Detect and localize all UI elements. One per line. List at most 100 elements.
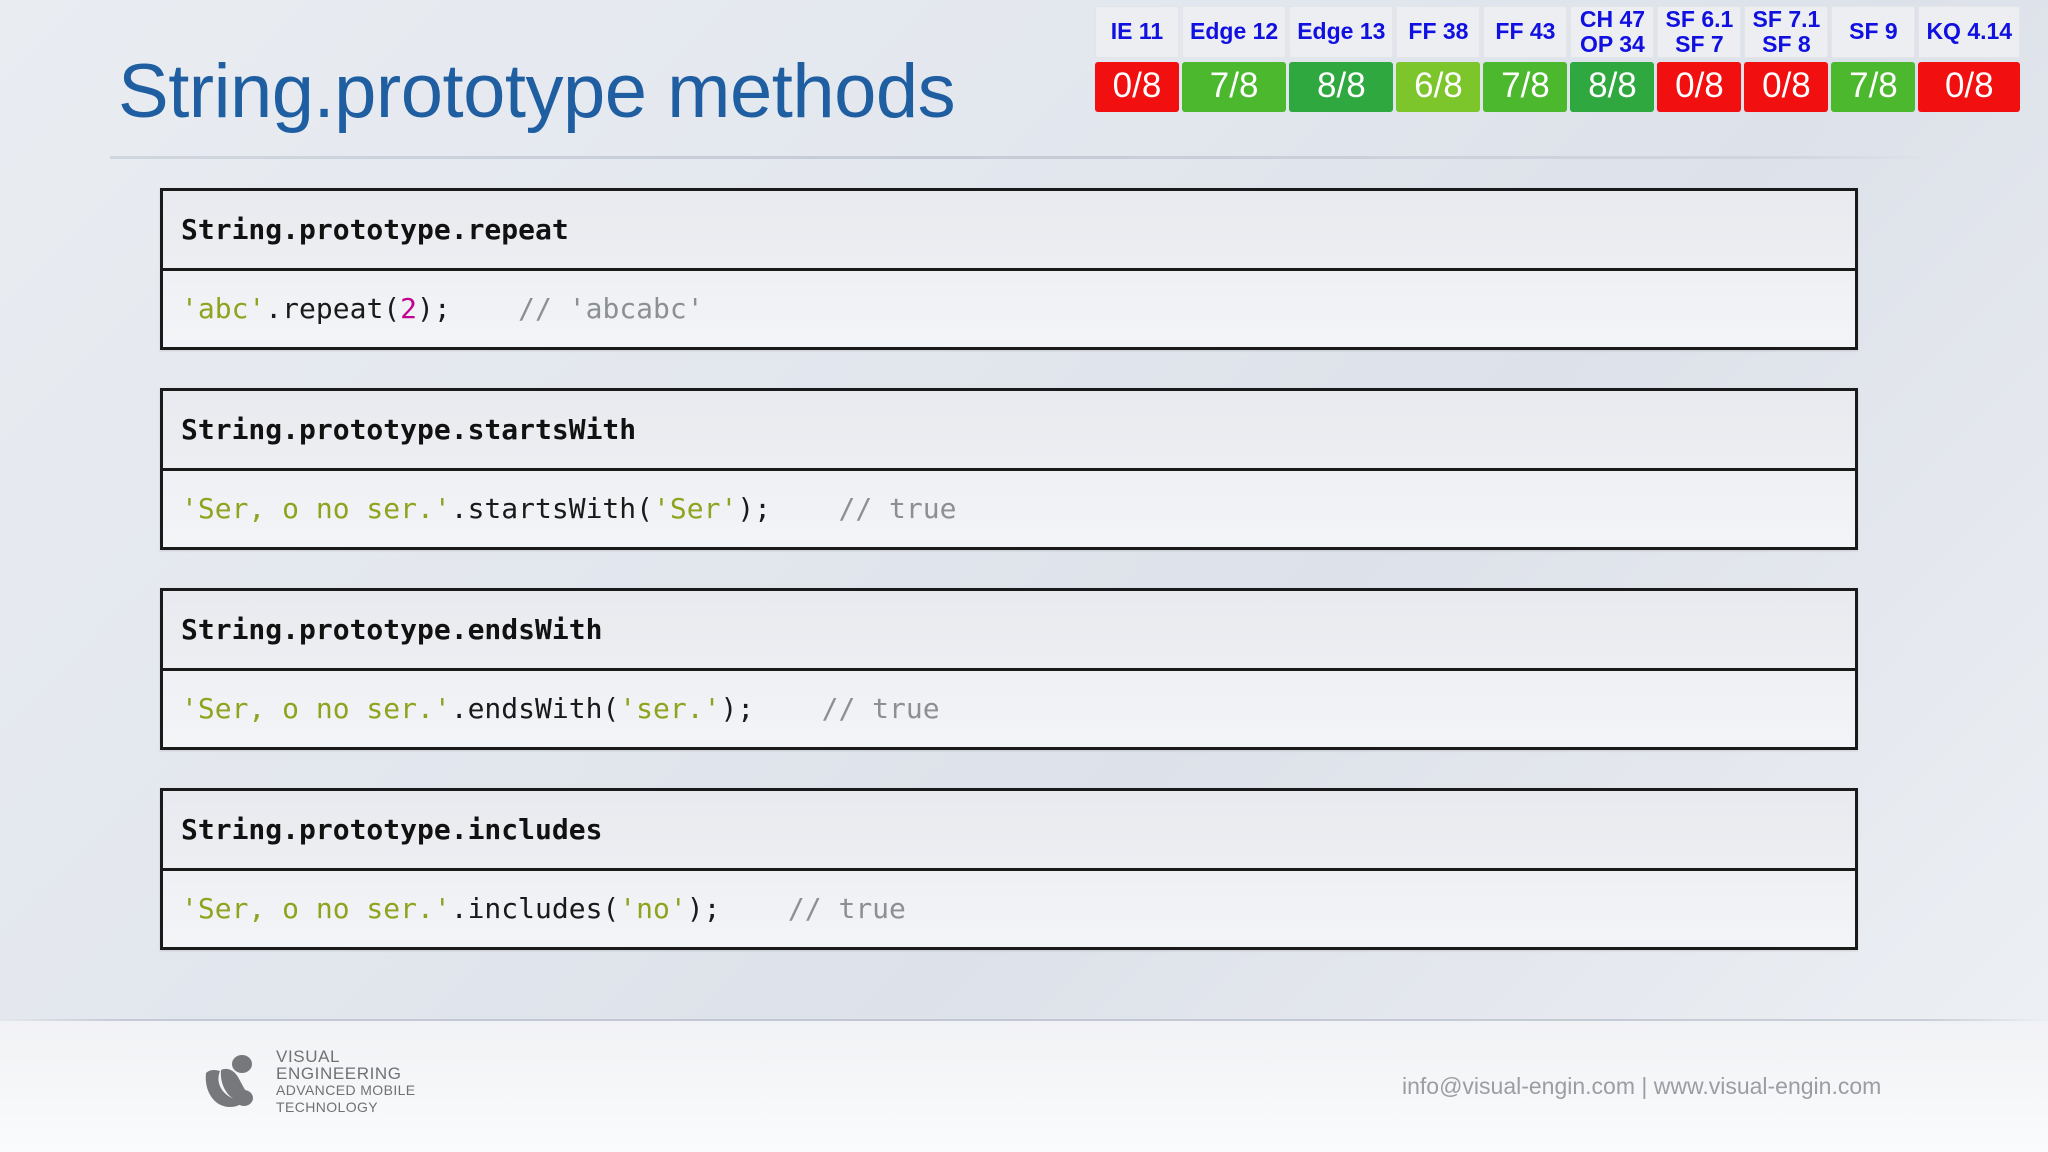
- compat-browser-line2: SF 7: [1675, 30, 1724, 57]
- compat-browser-line1: FF 38: [1408, 18, 1469, 44]
- code-token-pln: [451, 292, 518, 325]
- compat-score-ch-47: 8/8: [1570, 62, 1655, 112]
- title-divider: [110, 156, 1938, 159]
- code-card-header: String.prototype.endsWith: [163, 591, 1855, 671]
- code-token-pln: [720, 892, 787, 925]
- footer-bar: [0, 1021, 2048, 1152]
- compat-browser-label-ie-11: IE 11: [1095, 6, 1179, 58]
- code-card-header: String.prototype.repeat: [163, 191, 1855, 271]
- code-card-title: String.prototype.endsWith: [181, 613, 603, 646]
- code-token-com: // true: [821, 692, 940, 725]
- code-card-body: 'Ser, o no ser.'.startsWith('Ser'); // t…: [163, 471, 1855, 547]
- compat-column-kq-4-14: KQ 4.14 0/8: [1918, 6, 2021, 112]
- logo-line-1: VISUAL: [276, 1047, 341, 1066]
- compat-score-edge-12: 7/8: [1182, 62, 1287, 112]
- code-token-com: // 'abcabc': [518, 292, 704, 325]
- compat-column-edge-13: Edge 13 8/8: [1289, 6, 1394, 112]
- code-token-num: 2: [400, 292, 418, 325]
- code-token-com: // true: [838, 492, 957, 525]
- code-token-pln: [771, 492, 838, 525]
- code-token-pln: );: [686, 892, 721, 925]
- footer-divider: [0, 1019, 2048, 1021]
- compat-column-edge-12: Edge 12 7/8: [1182, 6, 1287, 112]
- code-line: 'Ser, o no ser.'.startsWith('Ser'); // t…: [181, 491, 1837, 527]
- compat-browser-label-ff-38: FF 38: [1396, 6, 1481, 58]
- code-token-pln: );: [737, 492, 772, 525]
- compat-browser-line1: SF 6.1: [1665, 5, 1734, 32]
- logo-line-4: TECHNOLOGY: [276, 1099, 379, 1115]
- compat-browser-label-edge-13: Edge 13: [1289, 6, 1394, 58]
- code-token-str: 'ser.': [619, 692, 721, 725]
- compat-score-edge-13: 8/8: [1289, 62, 1394, 112]
- code-token-str: 'Ser, o no ser.': [181, 892, 451, 925]
- code-card-header: String.prototype.startsWith: [163, 391, 1855, 471]
- compat-column-ff-43: FF 43 7/8: [1483, 6, 1568, 112]
- compat-score-ie-11: 0/8: [1095, 62, 1179, 112]
- code-token-pln: );: [720, 692, 755, 725]
- code-card-body: 'Ser, o no ser.'.endsWith('ser.'); // tr…: [163, 671, 1855, 747]
- code-token-pln: );: [417, 292, 451, 325]
- compat-browser-line1: SF 9: [1849, 18, 1898, 44]
- code-card-string-prototype-includes: String.prototype.includes 'Ser, o no ser.…: [160, 788, 1858, 950]
- code-token-str: 'Ser': [653, 492, 738, 525]
- title-block: String.prototype methods: [118, 38, 1118, 148]
- logo-line-3: ADVANCED MOBILE: [276, 1082, 416, 1098]
- compat-browser-line1: Edge 13: [1297, 18, 1386, 44]
- code-token-str: 'Ser, o no ser.': [181, 692, 451, 725]
- code-card-body: 'Ser, o no ser.'.includes('no'); // true: [163, 871, 1855, 947]
- compat-score-sf-6-1: 0/8: [1657, 62, 1742, 112]
- compat-browser-line1: IE 11: [1110, 18, 1164, 44]
- code-card-string-prototype-repeat: String.prototype.repeat 'abc'.repeat(2); …: [160, 188, 1858, 350]
- compat-score-ff-43: 7/8: [1483, 62, 1568, 112]
- compat-browser-line1: CH 47: [1579, 5, 1646, 32]
- page-title: String.prototype methods: [118, 49, 956, 134]
- compat-browser-line1: FF 43: [1495, 18, 1556, 44]
- compat-browser-label-kq-4-14: KQ 4.14: [1918, 6, 2021, 58]
- compat-score-kq-4-14: 0/8: [1918, 62, 2021, 112]
- compat-column-ff-38: FF 38 6/8: [1396, 6, 1481, 112]
- code-token-pln: .includes(: [450, 892, 620, 925]
- code-card-string-prototype-startswith: String.prototype.startsWith 'Ser, o no se…: [160, 388, 1858, 550]
- code-cards-list: String.prototype.repeat 'abc'.repeat(2); …: [160, 188, 1858, 988]
- code-card-title: String.prototype.repeat: [181, 213, 569, 246]
- compat-browser-line1: KQ 4.14: [1926, 18, 2013, 44]
- code-line: 'abc'.repeat(2); // 'abcabc': [181, 291, 1837, 327]
- compat-score-sf-7-1: 0/8: [1744, 62, 1829, 112]
- compat-column-ie-11: IE 11 0/8: [1095, 6, 1179, 112]
- compat-browser-line1: Edge 12: [1190, 18, 1279, 44]
- compat-score-sf-9: 7/8: [1831, 62, 1916, 112]
- compat-column-sf-9: SF 9 7/8: [1831, 6, 1916, 112]
- code-token-pln: [754, 692, 821, 725]
- code-line: 'Ser, o no ser.'.endsWith('ser.'); // tr…: [181, 691, 1837, 727]
- compat-browser-label-edge-12: Edge 12: [1182, 6, 1287, 58]
- company-logo-text: VISUAL ENGINEERING ADVANCED MOBILE TECHN…: [276, 1048, 416, 1116]
- visual-engineering-logo-icon: [200, 1051, 262, 1113]
- code-token-com: // true: [787, 892, 906, 925]
- code-card-title: String.prototype.startsWith: [181, 413, 637, 446]
- code-token-pln: .endsWith(: [450, 692, 620, 725]
- code-token-str: 'abc': [181, 292, 266, 325]
- compat-score-ff-38: 6/8: [1396, 62, 1481, 112]
- code-card-string-prototype-endswith: String.prototype.endsWith 'Ser, o no ser.…: [160, 588, 1858, 750]
- code-card-body: 'abc'.repeat(2); // 'abcabc': [163, 271, 1855, 347]
- footer-contact-info: info@visual-engin.com | www.visual-engin…: [1402, 1073, 1882, 1099]
- code-token-str: 'no': [619, 892, 687, 925]
- code-line: 'Ser, o no ser.'.includes('no'); // true: [181, 891, 1837, 927]
- compat-browser-label-sf-9: SF 9: [1831, 6, 1916, 58]
- logo-line-2: ENGINEERING: [276, 1064, 402, 1083]
- code-token-pln: .repeat(: [265, 292, 401, 325]
- compat-browser-line2: SF 8: [1762, 30, 1811, 57]
- compat-browser-line2: OP 34: [1580, 30, 1645, 57]
- compat-browser-label-ff-43: FF 43: [1483, 6, 1568, 58]
- company-logo: VISUAL ENGINEERING ADVANCED MOBILE TECHN…: [200, 1048, 416, 1116]
- compat-browser-line1: SF 7.1: [1752, 5, 1821, 32]
- code-card-header: String.prototype.includes: [163, 791, 1855, 871]
- code-card-title: String.prototype.includes: [181, 813, 603, 846]
